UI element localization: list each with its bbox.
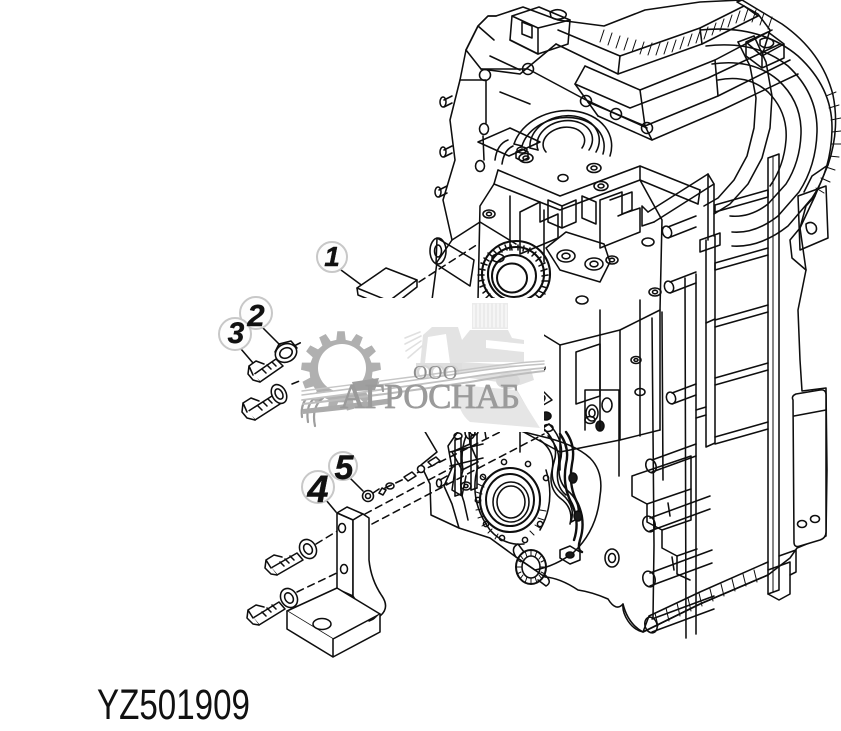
svg-text:1: 1 — [324, 241, 340, 272]
svg-text:4: 4 — [306, 469, 328, 511]
svg-text:АГРОСНАБ: АГРОСНАБ — [340, 377, 520, 416]
svg-text:ООО: ООО — [413, 362, 458, 384]
svg-text:5: 5 — [335, 449, 355, 487]
svg-text:3: 3 — [228, 317, 245, 350]
svg-text:YZ501909: YZ501909 — [97, 681, 250, 729]
svg-text:2: 2 — [246, 298, 264, 333]
